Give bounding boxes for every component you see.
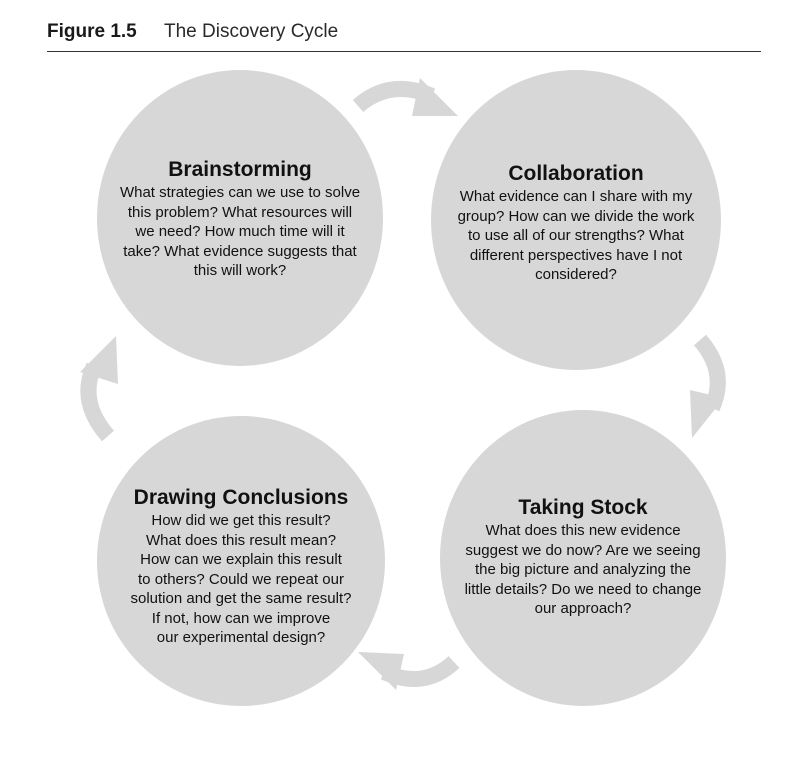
- brainstorming-text: What strategies can we use to solve this…: [109, 183, 371, 281]
- text-line: take? What evidence suggests that: [123, 242, 357, 260]
- text-line: What evidence can I share with my: [459, 188, 693, 205]
- arrow-brainstorming-to-collaboration-icon: [352, 78, 458, 116]
- drawing-conclusions-title: Drawing Conclusions: [133, 486, 349, 509]
- text-line: What does this new evidence: [485, 522, 681, 539]
- text-line: this problem? What resources will: [127, 203, 353, 221]
- text-line: What strategies can we use to solve: [119, 184, 361, 201]
- collaboration-circle: Collaboration What evidence can I share …: [431, 70, 721, 370]
- text-line: the big picture and analyzing the: [475, 561, 691, 578]
- arrow-taking-stock-to-drawing-conclusions-icon: [358, 652, 460, 690]
- text-line: to use all of our strengths? What: [468, 227, 684, 244]
- arrow-drawing-conclusions-to-brainstorming-icon: [80, 336, 118, 442]
- brainstorming-circle: Brainstorming What strategies can we use…: [97, 70, 383, 366]
- figure-header: Figure 1.5 The Discovery Cycle: [47, 18, 761, 52]
- drawing-conclusions-text: How did we get this result? What does th…: [110, 511, 372, 648]
- text-line: solution and get the same result?: [130, 590, 352, 607]
- text-line: How did we get this result?: [151, 512, 331, 529]
- text-line: we need? How much time will it: [135, 223, 345, 240]
- text-line: How can we explain this result: [140, 551, 342, 568]
- text-line: to others? Could we repeat our: [138, 570, 344, 588]
- brainstorming-title: Brainstorming: [168, 158, 312, 181]
- figure-label: Figure 1.5: [47, 21, 137, 42]
- collaboration-text: What evidence can I share with my group?…: [445, 187, 707, 285]
- text-line: suggest we do now? Are we seeing: [465, 541, 701, 559]
- taking-stock-text: What does this new evidence suggest we d…: [452, 521, 714, 619]
- arrow-collaboration-to-taking-stock-icon: [690, 334, 726, 438]
- taking-stock-title: Taking Stock: [518, 496, 648, 519]
- text-line: If not, how can we improve: [151, 609, 331, 627]
- text-line: What does this result mean?: [145, 531, 337, 549]
- text-line: different perspectives have I not: [469, 246, 683, 264]
- text-line: our approach?: [534, 600, 632, 617]
- collaboration-title: Collaboration: [508, 162, 644, 185]
- text-line: little details? Do we need to change: [464, 580, 702, 598]
- figure-title: The Discovery Cycle: [164, 21, 339, 42]
- text-line: our experimental design?: [156, 629, 326, 646]
- taking-stock-circle: Taking Stock What does this new evidence…: [440, 410, 726, 706]
- text-line: group? How can we divide the work: [457, 207, 695, 225]
- text-line: considered?: [535, 266, 617, 283]
- text-line: this will work?: [193, 262, 287, 279]
- drawing-conclusions-circle: Drawing Conclusions How did we get this …: [97, 416, 385, 706]
